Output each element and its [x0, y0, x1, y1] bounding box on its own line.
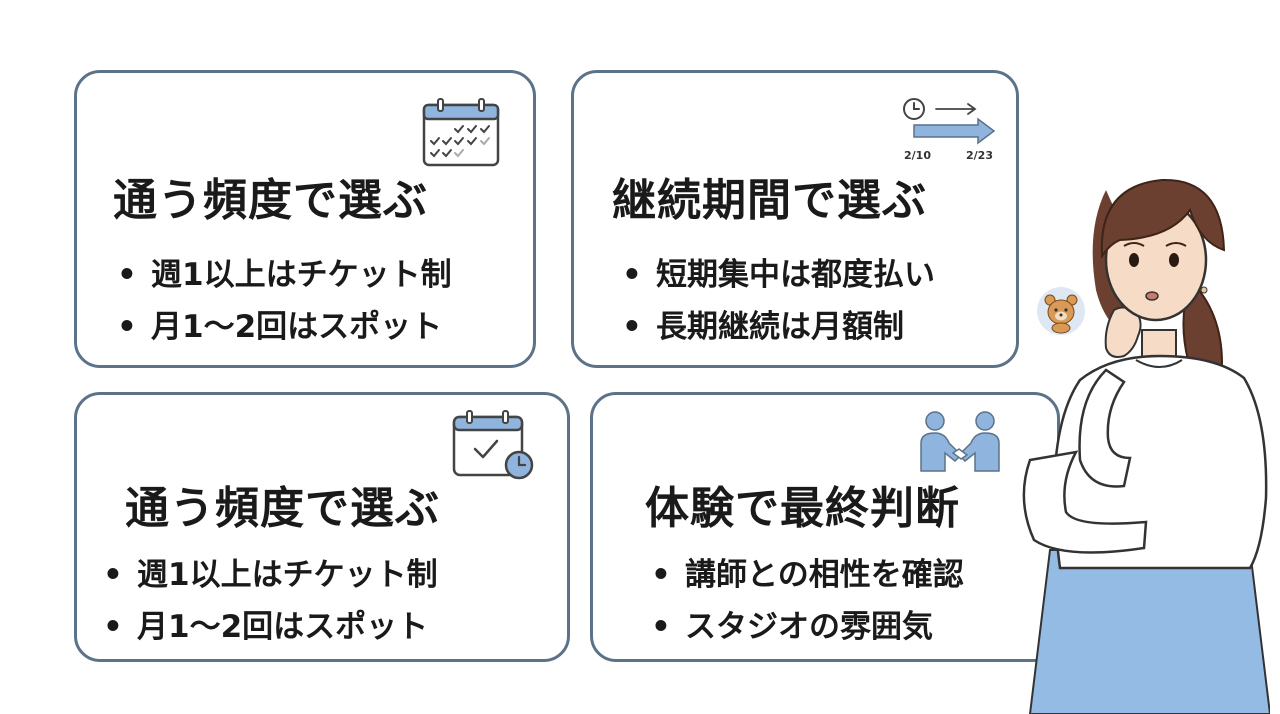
- bear-mascot-icon: [1037, 287, 1085, 335]
- card-title: 継続期間で選ぶ: [612, 175, 927, 226]
- card-duration: 2/10 2/23 継続期間で選ぶ 短期集中は都度払い 長期継続は月額制: [571, 70, 1019, 368]
- list-item: 短期集中は都度払い: [622, 249, 935, 301]
- calendar-clock-icon: [452, 410, 534, 480]
- bullet-list: 短期集中は都度払い 長期継続は月額制: [622, 249, 935, 353]
- thinking-woman-illustration: [1022, 178, 1270, 714]
- calendar-checklist-icon: [422, 98, 500, 167]
- timeline-end-label: 2/23: [966, 149, 993, 162]
- list-item: 週1以上はチケット制: [103, 549, 438, 601]
- bullet-list: 週1以上はチケット制 月1〜2回はスポット: [103, 549, 438, 653]
- card-title: 通う頻度で選ぶ: [113, 175, 428, 226]
- card-frequency-2: 通う頻度で選ぶ 週1以上はチケット制 月1〜2回はスポット: [74, 392, 570, 662]
- list-item: スタジオの雰囲気: [651, 601, 964, 653]
- list-item: 月1〜2回はスポット: [103, 601, 438, 653]
- list-item: 長期継続は月額制: [622, 301, 935, 353]
- timeline-start-label: 2/10: [904, 149, 931, 162]
- bullet-list: 講師との相性を確認 スタジオの雰囲気: [651, 549, 964, 653]
- card-frequency: 通う頻度で選ぶ 週1以上はチケット制 月1〜2回はスポット: [74, 70, 536, 368]
- card-title: 体験で最終判断: [645, 483, 960, 534]
- list-item: 週1以上はチケット制: [117, 249, 452, 301]
- handshake-icon: [920, 411, 1000, 472]
- bullet-list: 週1以上はチケット制 月1〜2回はスポット: [117, 249, 452, 353]
- card-trial: 体験で最終判断 講師との相性を確認 スタジオの雰囲気: [590, 392, 1060, 662]
- list-item: 月1〜2回はスポット: [117, 301, 452, 353]
- timeline-arrow-icon: 2/10 2/23: [903, 98, 996, 162]
- list-item: 講師との相性を確認: [651, 549, 964, 601]
- card-title: 通う頻度で選ぶ: [125, 483, 440, 534]
